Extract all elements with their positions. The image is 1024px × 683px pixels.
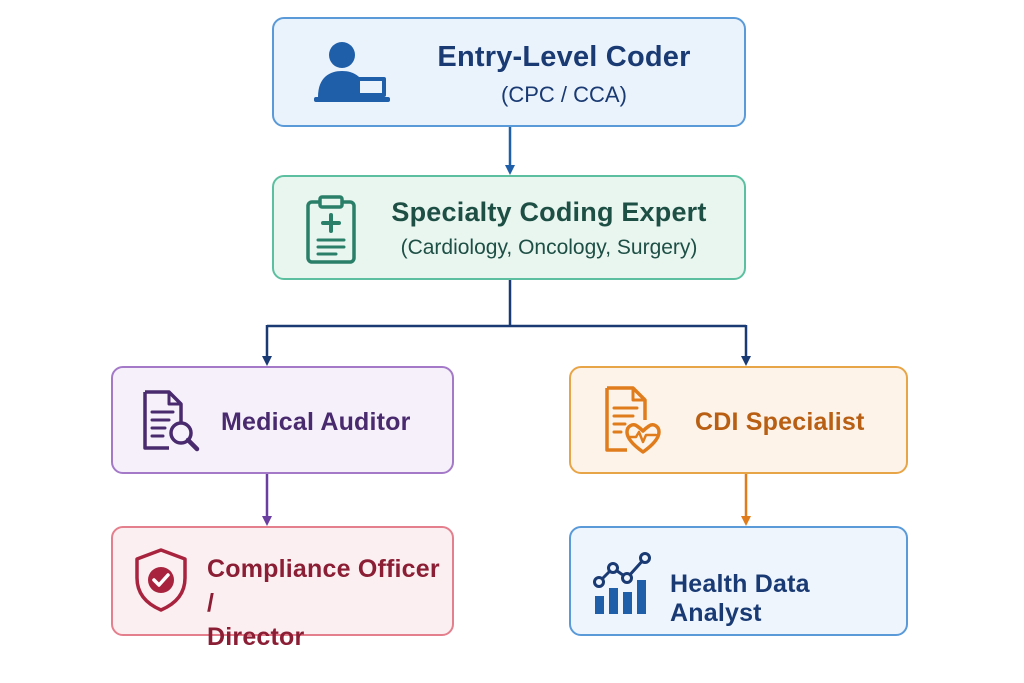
coder-laptop-icon [314,42,390,102]
node-subtitle: (Cardiology, Oncology, Surgery) [400,236,698,259]
node-health-data-analyst: Health Data Analyst [569,526,908,636]
document-heart-icon [605,386,661,454]
branch-connector [267,280,746,328]
node-subtitle: (CPC / CCA) [501,82,627,107]
node-cdi-specialist: CDI Specialist [569,366,908,474]
document-search-icon [143,390,200,452]
node-title-line2: Director [207,623,305,651]
node-compliance-officer-director: Compliance Officer / Director [111,526,454,651]
shield-check-icon [135,548,187,612]
node-entry-level-coder: Entry-Level Coder (CPC / CCA) [272,17,746,127]
node-medical-auditor: Medical Auditor [111,366,454,474]
node-title: CDI Specialist [695,408,865,436]
chart-analytics-icon [593,552,651,614]
node-title: Compliance Officer / Director [207,552,452,654]
node-specialty-coding-expert: Specialty Coding Expert (Cardiology, Onc… [272,175,746,280]
node-title: Entry-Level Coder [437,41,691,73]
node-title-line1: Compliance Officer / [207,555,440,617]
node-title: Medical Auditor [221,408,411,436]
node-title: Specialty Coding Expert [391,197,707,227]
clipboard-medical-icon [306,195,356,264]
node-title: Health Data Analyst [670,570,810,627]
